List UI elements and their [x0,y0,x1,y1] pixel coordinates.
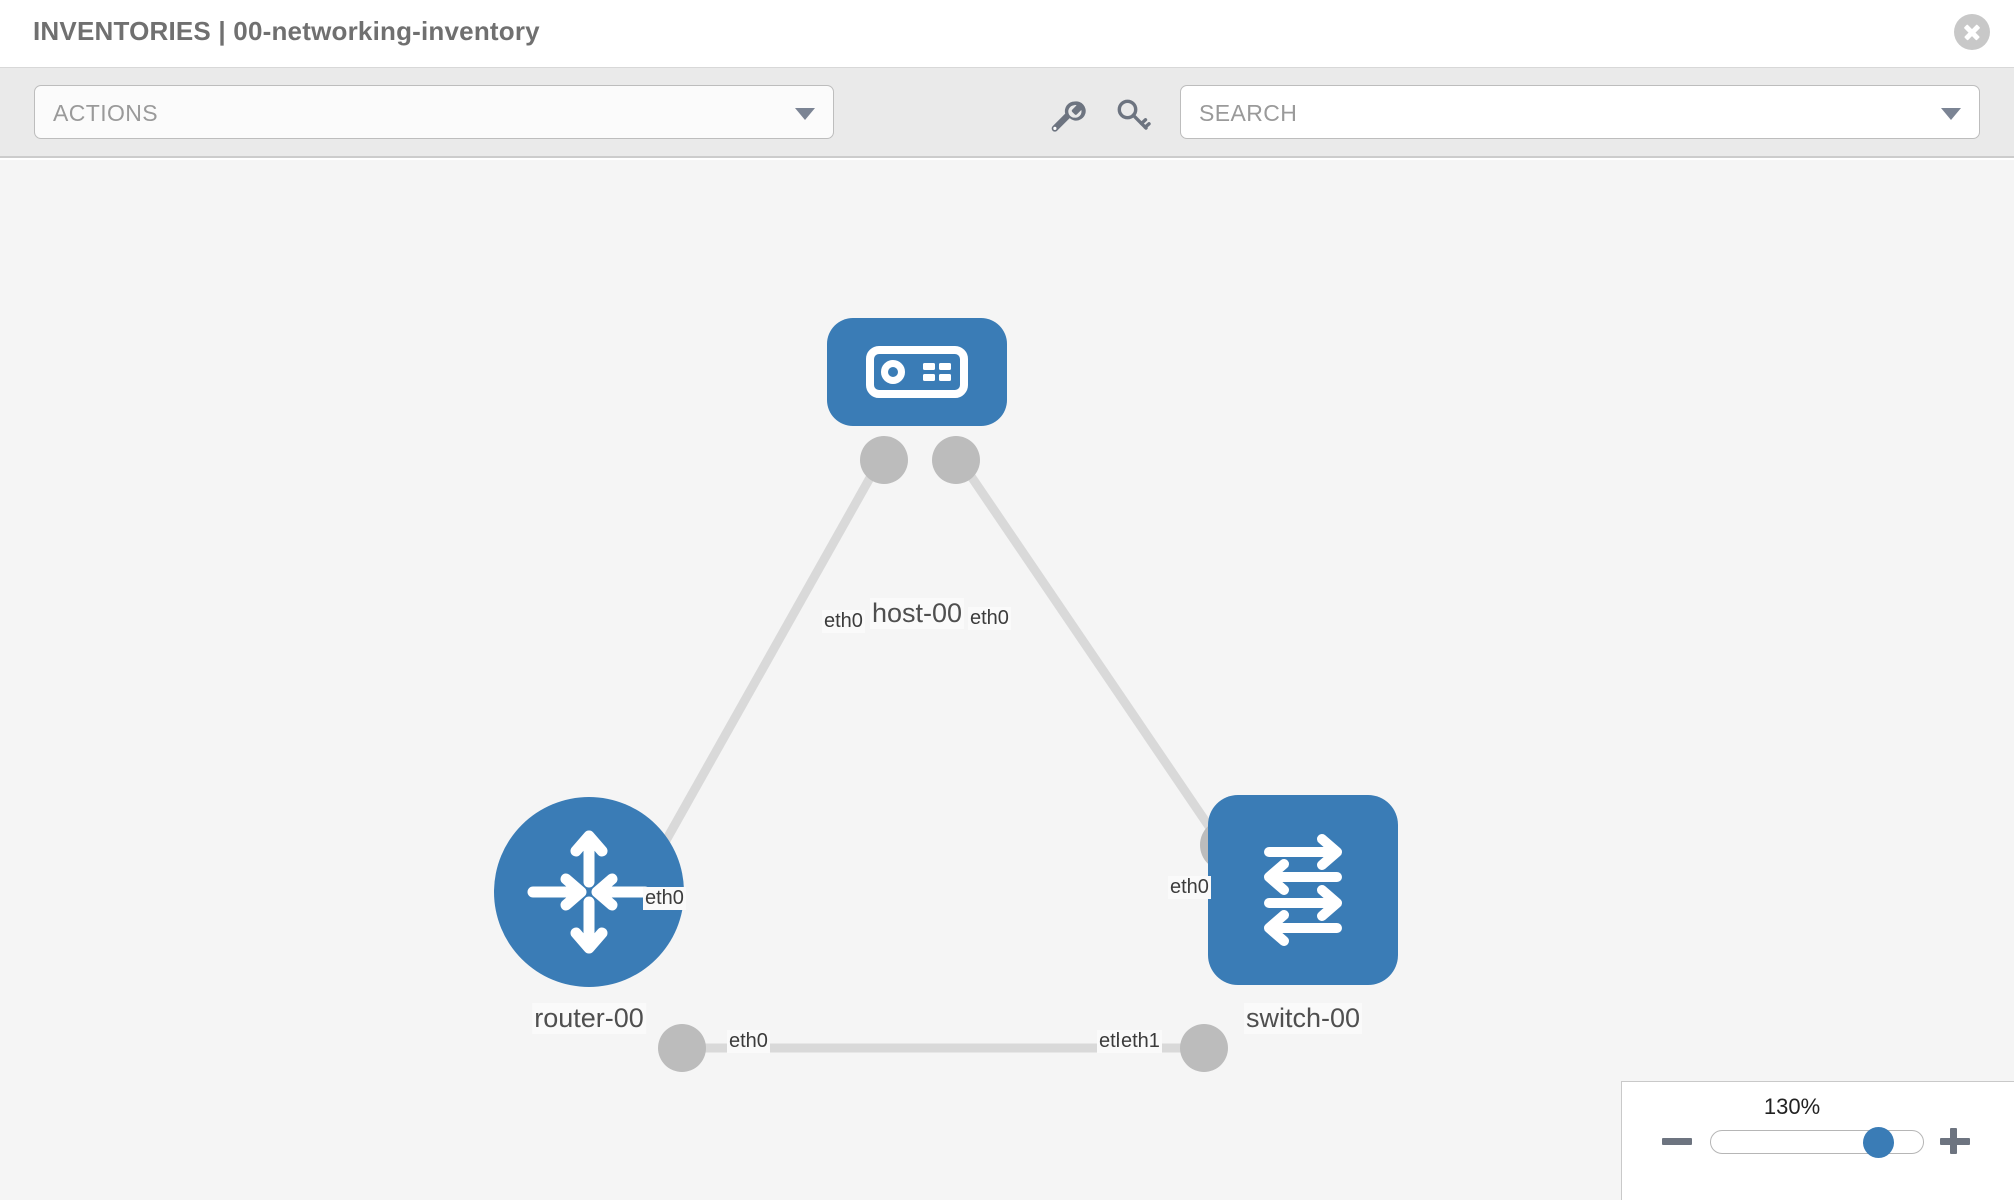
zoom-in-button[interactable] [1938,1124,1972,1158]
node-switch-00 [1208,795,1398,985]
chevron-down-icon [1941,108,1961,120]
actions-dropdown-label: ACTIONS [53,100,159,126]
page-title: INVENTORIES | 00-networking-inventory [33,16,540,46]
page-header: INVENTORIES | 00-networking-inventory [0,0,2014,68]
interface-label-switch-eth1-left: eth1 [1119,1030,1162,1053]
plus-icon-vertical [1949,1128,1957,1154]
chevron-down-icon [795,108,815,120]
toolbar: ACTIONS SEARCH [0,68,2014,158]
actions-dropdown[interactable]: ACTIONS [34,85,834,139]
interface-label-router-eth0-right: eth0 [727,1030,770,1053]
endpoint-router-right [658,1024,706,1072]
minus-icon [1662,1138,1692,1145]
topology-canvas[interactable]: host-00 router-00 switch-00 eth0 eth0 et… [0,160,2014,1200]
interface-label-host-eth0-left: eth0 [822,610,865,633]
link-host-router [651,457,884,863]
interface-label-host-eth0-right: eth0 [968,607,1011,630]
node-label-host: host-00 [869,598,965,629]
endpoint-switch-left [1180,1024,1228,1072]
topology-links [651,457,1229,1053]
wrench-icon[interactable] [1044,94,1086,136]
search-placeholder: SEARCH [1199,100,1298,126]
topology-svg [494,318,1398,1072]
zoom-out-button[interactable] [1660,1124,1694,1158]
link-host-switch [956,457,1229,853]
endpoint-host-left [860,436,908,484]
search-input[interactable]: SEARCH [1180,85,1980,139]
close-icon[interactable] [1954,14,1990,50]
endpoint-host-right [932,436,980,484]
node-router-00 [494,797,684,987]
node-host-00 [827,318,1007,426]
zoom-level-value: 130% [1763,1094,1821,1119]
zoom-control-panel: 130% [1621,1081,2014,1200]
node-label-router: router-00 [532,1003,646,1034]
node-label-switch: switch-00 [1243,1003,1363,1034]
zoom-slider-thumb[interactable] [1863,1127,1894,1158]
interface-label-switch-eth0-up: eth0 [1168,876,1211,899]
key-icon[interactable] [1112,94,1154,136]
interface-label-router-eth0-up: eth0 [643,887,686,910]
